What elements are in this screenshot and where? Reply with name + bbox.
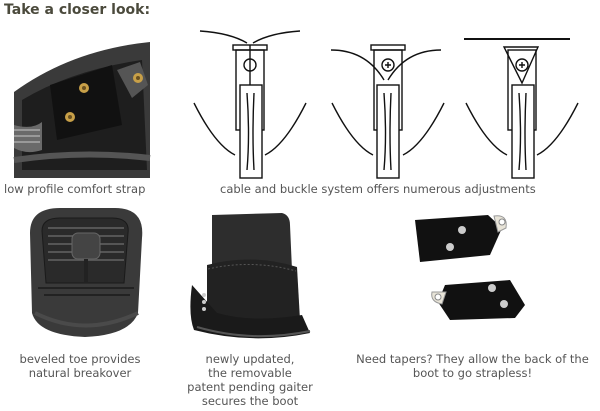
taper-plates-image <box>415 215 525 320</box>
caption-line: natural breakover <box>28 366 132 380</box>
comfort-strap-image <box>12 30 152 178</box>
caption-gaiter: newly updated, the removable patent pend… <box>180 352 320 408</box>
caption-line: newly updated, <box>205 352 295 366</box>
caption-line: secures the boot <box>201 394 299 408</box>
caption-line: Need tapers? They allow the back of the <box>356 352 589 366</box>
caption-line: the removable <box>208 366 292 380</box>
caption-tapers: Need tapers? They allow the back of the … <box>345 352 600 380</box>
section-title: Take a closer look: <box>4 2 151 18</box>
cable-buckle-diagrams <box>193 30 579 179</box>
caption-line: patent pending gaiter <box>187 380 313 394</box>
boot-gaiter-image <box>190 213 311 339</box>
caption-line: boot to go strapless! <box>412 366 533 380</box>
caption-beveled-toe: beveled toe provides natural breakover <box>10 352 150 380</box>
sole-image <box>30 208 143 337</box>
caption-line: beveled toe provides <box>19 352 141 366</box>
caption-cable-buckle: cable and buckle system offers numerous … <box>220 182 536 196</box>
caption-comfort-strap: low profile comfort strap <box>4 182 146 196</box>
